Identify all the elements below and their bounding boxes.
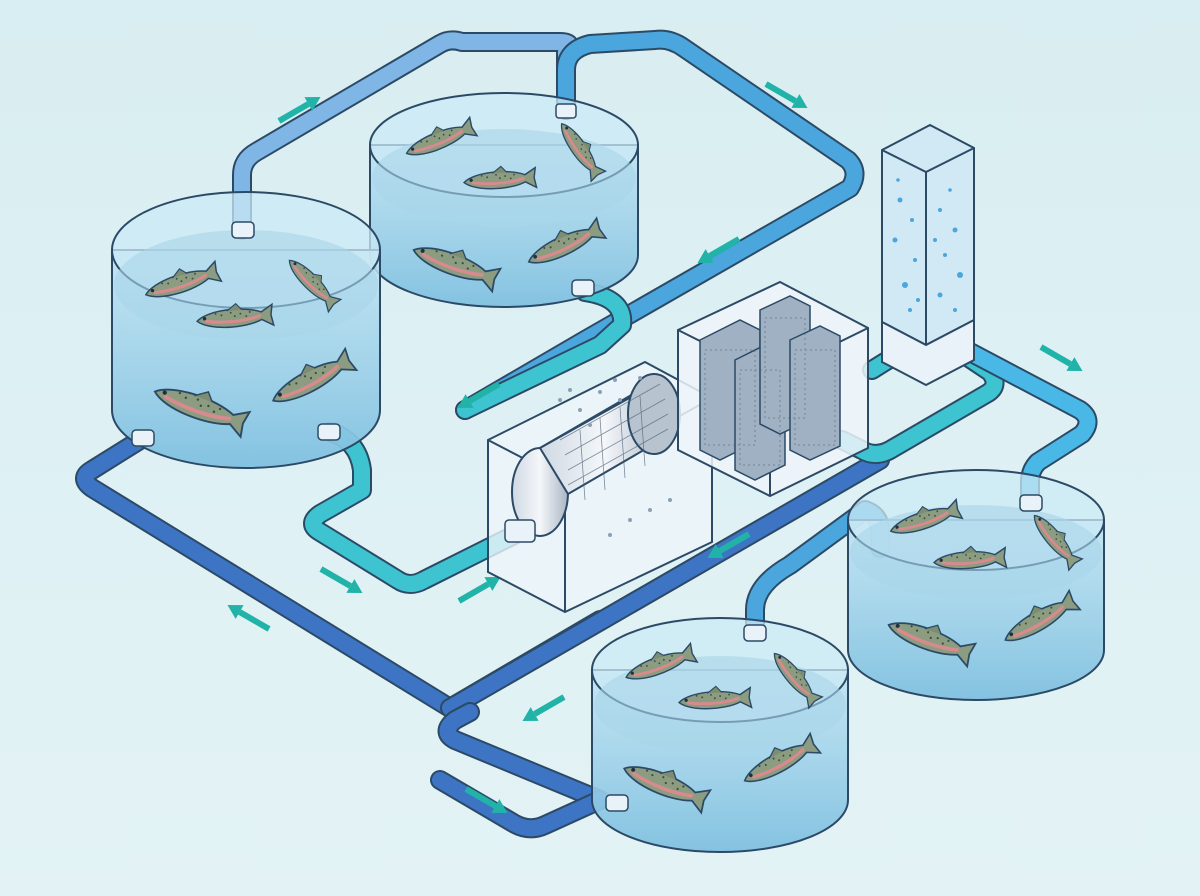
arrow-middle-1	[697, 236, 741, 263]
arrow-return-left	[227, 605, 271, 632]
biofilter	[677, 280, 869, 498]
arrow-top-left	[277, 97, 321, 124]
arrow-return-mid	[707, 531, 751, 558]
arrow-return-low	[522, 694, 566, 721]
oxygenation-column	[881, 123, 975, 387]
drum-filter	[487, 360, 713, 614]
arrow-lower-left	[319, 566, 363, 593]
solids-particles	[558, 376, 672, 537]
return-pipe	[75, 430, 890, 718]
pipe-network	[75, 29, 1098, 839]
arrow-to-drum	[457, 577, 501, 604]
treated-pipe	[832, 342, 1098, 510]
tank-left	[111, 191, 381, 469]
flow-arrows	[227, 81, 1083, 813]
arrow-middle-2	[457, 381, 501, 408]
supply-pipe	[232, 29, 865, 420]
tank-top	[369, 92, 639, 308]
arrow-top-right	[764, 81, 808, 108]
arrow-right-out	[1039, 344, 1083, 371]
bio-media-blocks	[699, 295, 841, 481]
tank-bottom	[591, 617, 849, 853]
bubbles	[892, 178, 963, 312]
tank-right	[847, 469, 1105, 701]
arrow-bottom	[464, 786, 508, 813]
